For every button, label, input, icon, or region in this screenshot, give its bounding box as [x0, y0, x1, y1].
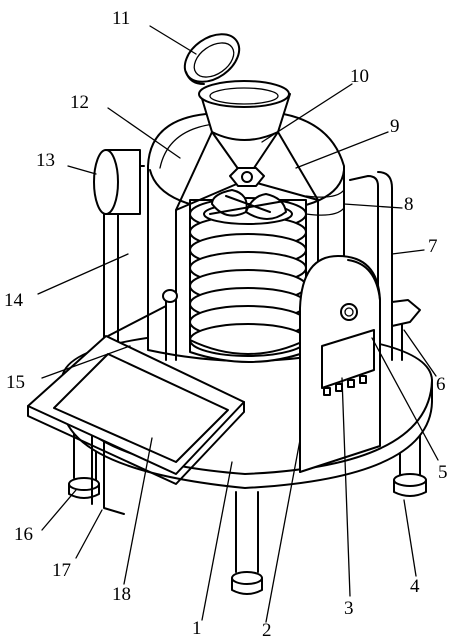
- label-6: 6: [436, 374, 446, 395]
- display-panel: [27, 335, 245, 485]
- label-18: 18: [112, 584, 131, 605]
- label-13: 13: [36, 150, 55, 171]
- label-11: 11: [112, 8, 130, 29]
- side-pipe: [107, 289, 178, 361]
- coil-stack: [189, 197, 307, 363]
- leader-lines: [37, 25, 439, 623]
- label-12: 12: [70, 92, 89, 113]
- label-7: 7: [428, 236, 438, 257]
- label-4: 4: [410, 576, 420, 597]
- labels: 11 10 12 13 9 8 7 14 15 6 5 16 17 18 4 3…: [4, 8, 448, 640]
- label-14: 14: [4, 290, 24, 311]
- label-10: 10: [350, 66, 369, 87]
- top-neck: [198, 80, 291, 141]
- lid: [183, 33, 241, 85]
- label-9: 9: [390, 116, 400, 137]
- label-16: 16: [14, 524, 33, 545]
- label-2: 2: [262, 620, 272, 640]
- shell-rings: [305, 189, 345, 216]
- control-box: [299, 255, 381, 473]
- outlet-pipe: [391, 299, 421, 361]
- label-3: 3: [344, 598, 354, 619]
- label-17: 17: [52, 560, 71, 581]
- label-5: 5: [438, 462, 448, 483]
- side-motor: [93, 149, 141, 215]
- label-1: 1: [192, 618, 202, 639]
- label-15: 15: [6, 372, 25, 393]
- rear-leg: [231, 491, 263, 595]
- stirring-blades: [209, 189, 291, 220]
- label-8: 8: [404, 194, 414, 215]
